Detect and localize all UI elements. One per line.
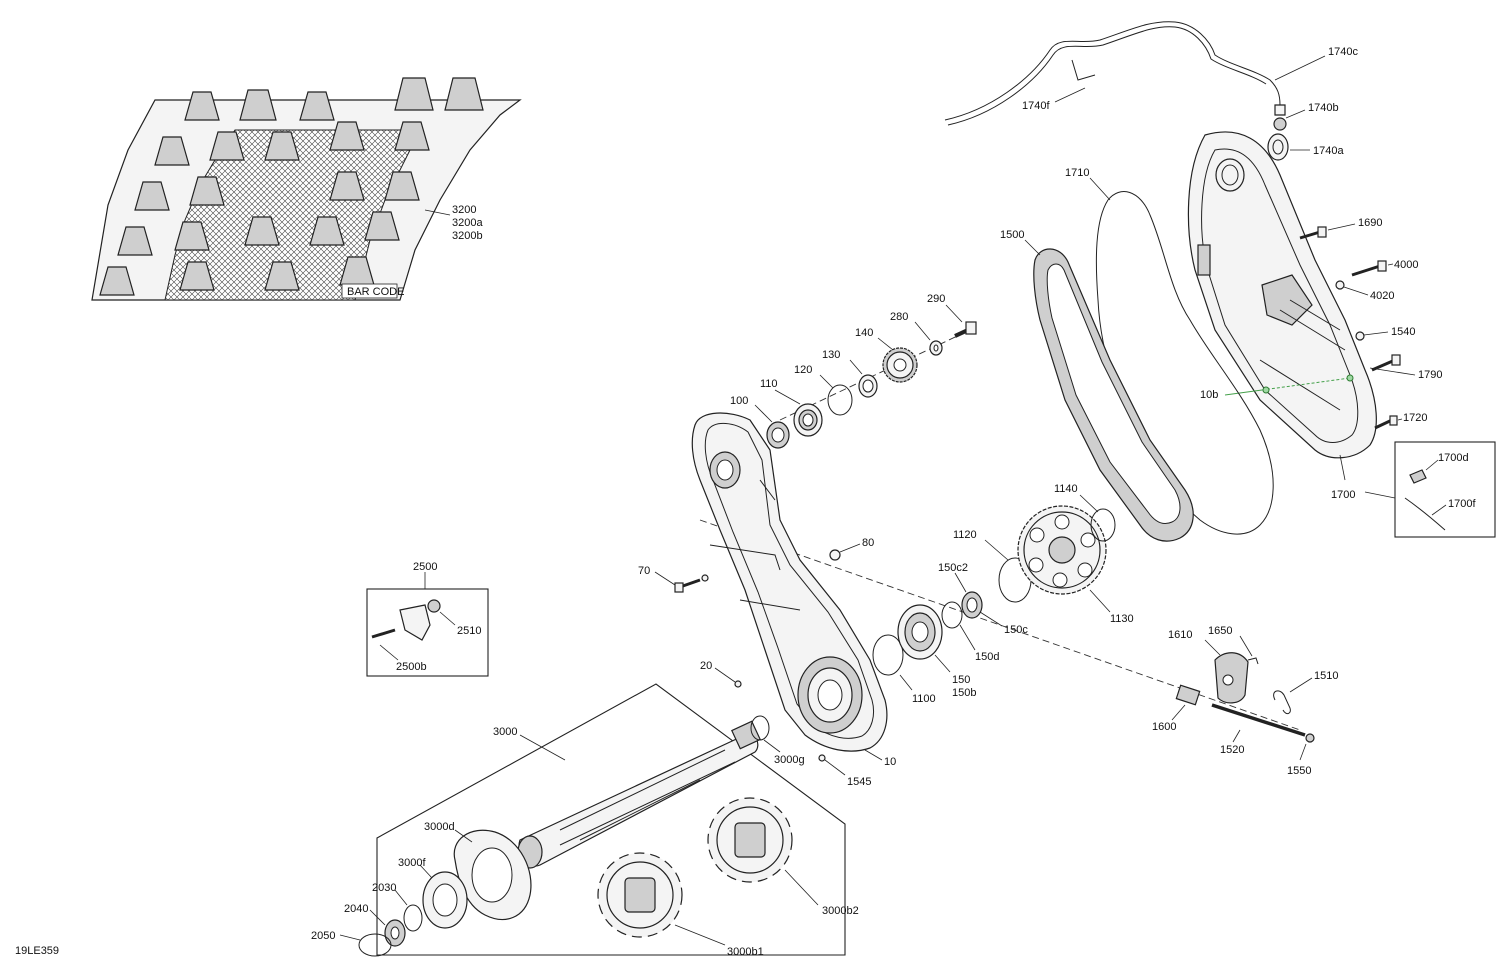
callout-2050: 2050 <box>311 930 335 942</box>
bolt-1790 <box>1369 354 1416 376</box>
callout-1520: 1520 <box>1220 744 1244 756</box>
screw-20 <box>714 667 742 688</box>
callout-130: 130 <box>822 349 840 361</box>
callout-1610: 1610 <box>1168 629 1192 641</box>
chaincase-housing <box>691 412 888 761</box>
callout-10: 10 <box>884 756 896 768</box>
barcode-label <box>341 283 398 299</box>
callout-150: 150 <box>952 674 970 686</box>
callout-1720: 1720 <box>1403 412 1427 424</box>
diagram-id: 19LE359 <box>15 945 59 957</box>
callout-4020: 4020 <box>1370 290 1394 302</box>
callout-110: 110 <box>760 378 778 390</box>
callout-280: 280 <box>890 311 908 323</box>
cover-bolt-1690 <box>1299 223 1356 240</box>
nut-80 <box>829 543 861 561</box>
callout-1540: 1540 <box>1391 326 1415 338</box>
dowel-10b <box>1224 374 1354 396</box>
callout-3200: 3200 <box>452 204 476 216</box>
callout-1500: 1500 <box>1000 229 1024 241</box>
cover-seal-1710 <box>1089 177 1274 535</box>
nut-1540 <box>1355 331 1389 341</box>
callout-1100: 1100 <box>912 693 936 705</box>
callout-1740b: 1740b <box>1308 102 1339 114</box>
callout-1740f: 1740f <box>1022 100 1050 112</box>
callout-1510: 1510 <box>1314 670 1338 682</box>
callout-1740a: 1740a <box>1313 145 1344 157</box>
callout-3000f: 3000f <box>398 857 426 869</box>
callout-3200a: 3200a <box>452 217 483 229</box>
barcode-text: BAR CODE <box>347 286 404 298</box>
callout-1710: 1710 <box>1065 167 1089 179</box>
bolt-1720 <box>1374 415 1403 430</box>
callout-3000g: 3000g <box>774 754 805 766</box>
callout-10b: 10b <box>1200 389 1218 401</box>
track-lugs <box>99 77 484 296</box>
callout-70: 70 <box>638 565 650 577</box>
callout-150b: 150b <box>952 687 976 699</box>
callout-1690: 1690 <box>1358 217 1382 229</box>
callout-1790: 1790 <box>1418 369 1442 381</box>
callout-1600: 1600 <box>1152 721 1176 733</box>
inset-2500 <box>366 572 489 677</box>
callout-1700f: 1700f <box>1448 498 1476 510</box>
callout-1740c: 1740c <box>1328 46 1358 58</box>
inset-1700 <box>1394 441 1496 538</box>
callout-1120: 1120 <box>953 529 977 541</box>
callout-4000: 4000 <box>1394 259 1418 271</box>
lower-bearing-stack <box>872 494 1116 691</box>
callout-1700: 1700 <box>1331 489 1355 501</box>
callout-20: 20 <box>700 660 712 672</box>
callout-3200b: 3200b <box>452 230 483 242</box>
callout-100: 100 <box>730 395 748 407</box>
assembly-axis <box>699 519 1301 731</box>
plug-1545 <box>818 754 846 776</box>
callout-3000d: 3000d <box>424 821 455 833</box>
callout-2500: 2500 <box>413 561 437 573</box>
callout-3000: 3000 <box>493 726 517 738</box>
callout-2500b: 2500b <box>396 661 427 673</box>
callout-150c2: 150c2 <box>938 562 968 574</box>
callout-150c: 150c <box>1004 624 1028 636</box>
callout-80: 80 <box>862 537 874 549</box>
callout-1550: 1550 <box>1287 765 1311 777</box>
callout-1650: 1650 <box>1208 625 1232 637</box>
callout-2040: 2040 <box>344 903 368 915</box>
callout-1545: 1545 <box>847 776 871 788</box>
callout-1140: 1140 <box>1054 483 1078 495</box>
callout-120: 120 <box>794 364 812 376</box>
drive-axle-box <box>339 683 846 957</box>
vent-tube-assembly <box>944 21 1326 161</box>
cover-bolt-4000 <box>1351 260 1394 277</box>
callout-290: 290 <box>927 293 945 305</box>
upper-bearing-stack <box>754 304 977 449</box>
callout-1130: 1130 <box>1110 613 1134 625</box>
chain-tensioner <box>1171 635 1315 761</box>
washer-4020 <box>1335 280 1369 296</box>
callout-2030: 2030 <box>372 882 396 894</box>
track-assembly: BAR CODE <box>91 77 522 301</box>
callout-140: 140 <box>855 327 873 339</box>
callout-150d: 150d <box>975 651 999 663</box>
callout-3000b2: 3000b2 <box>822 905 859 917</box>
callout-1700d: 1700d <box>1438 452 1469 464</box>
callout-3000b1: 3000b1 <box>727 946 764 958</box>
drive-chain-1500 <box>1024 239 1194 542</box>
bolt-70 <box>654 571 709 593</box>
callout-2510: 2510 <box>457 625 481 637</box>
chaincase-cover <box>1187 131 1377 481</box>
